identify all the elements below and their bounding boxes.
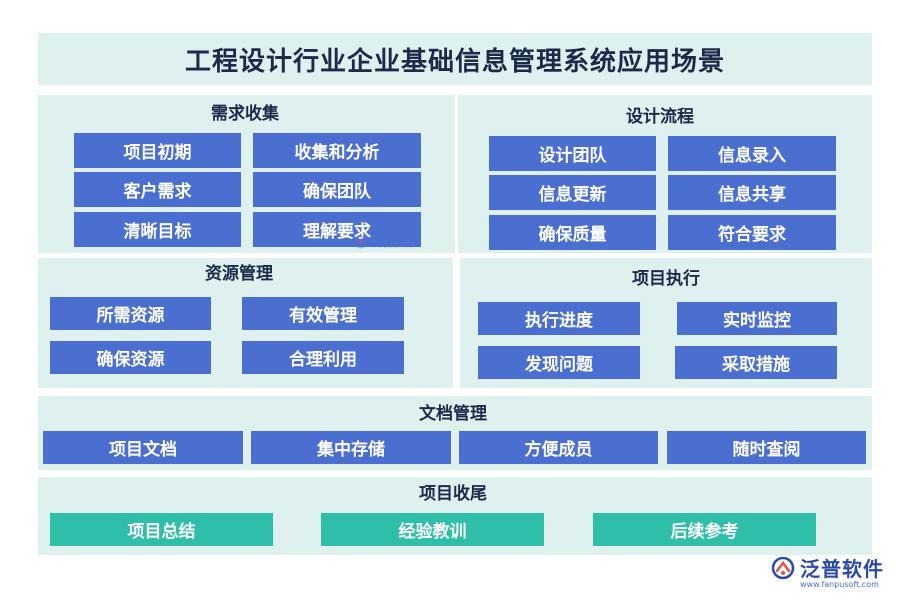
execution-title: 项目执行 — [632, 269, 700, 289]
design-item: 信息共享 — [668, 175, 836, 210]
execution-item: 执行进度 — [478, 302, 640, 335]
resource-item: 有效管理 — [242, 297, 404, 330]
document-title: 文档管理 — [419, 404, 487, 424]
demand-item: 理解要求 — [253, 212, 421, 247]
demand-item: 确保团队 — [253, 172, 421, 207]
execution-item: 发现问题 — [478, 346, 640, 379]
demand-item: 清晰目标 — [74, 212, 241, 247]
resource-item: 合理利用 — [242, 341, 404, 374]
logo-text: 泛普软件 — [800, 557, 884, 581]
fanpu-logo: 泛普软件 www.fanpusoft.com — [770, 553, 884, 589]
resource-item: 所需资源 — [50, 297, 211, 330]
resource-title: 资源管理 — [205, 264, 273, 284]
fanpu-logo-icon — [354, 235, 368, 249]
document-item: 随时查阅 — [667, 431, 866, 464]
demand-item: 收集和分析 — [253, 133, 421, 168]
execution-item: 采取措施 — [675, 346, 837, 379]
closing-item: 后续参考 — [593, 513, 816, 546]
execution-item: 实时监控 — [677, 302, 837, 335]
watermark-text: 泛普软件 — [371, 236, 415, 249]
demand-item: 客户需求 — [74, 172, 241, 207]
title-banner: 工程设计行业企业基础信息管理系统应用场景 — [38, 33, 872, 85]
watermark: 泛普软件 — [354, 234, 415, 250]
design-item: 信息录入 — [668, 136, 836, 171]
resource-item: 确保资源 — [50, 341, 211, 374]
design-title: 设计流程 — [626, 107, 694, 127]
fanpu-logo-icon — [771, 556, 795, 579]
logo-url: www.fanpusoft.com — [800, 580, 879, 589]
design-item: 信息更新 — [489, 175, 656, 210]
demand-title: 需求收集 — [211, 104, 279, 124]
page-title: 工程设计行业企业基础信息管理系统应用场景 — [184, 46, 725, 77]
design-item: 符合要求 — [668, 215, 836, 250]
document-item: 项目文档 — [43, 431, 243, 464]
closing-item: 项目总结 — [50, 513, 273, 546]
document-item: 集中存储 — [251, 431, 451, 464]
demand-item: 项目初期 — [74, 133, 241, 168]
design-item: 设计团队 — [489, 136, 656, 171]
closing-title: 项目收尾 — [419, 484, 487, 504]
closing-item: 经验教训 — [321, 513, 544, 546]
document-item: 方便成员 — [459, 431, 658, 464]
design-item: 确保质量 — [489, 215, 656, 250]
